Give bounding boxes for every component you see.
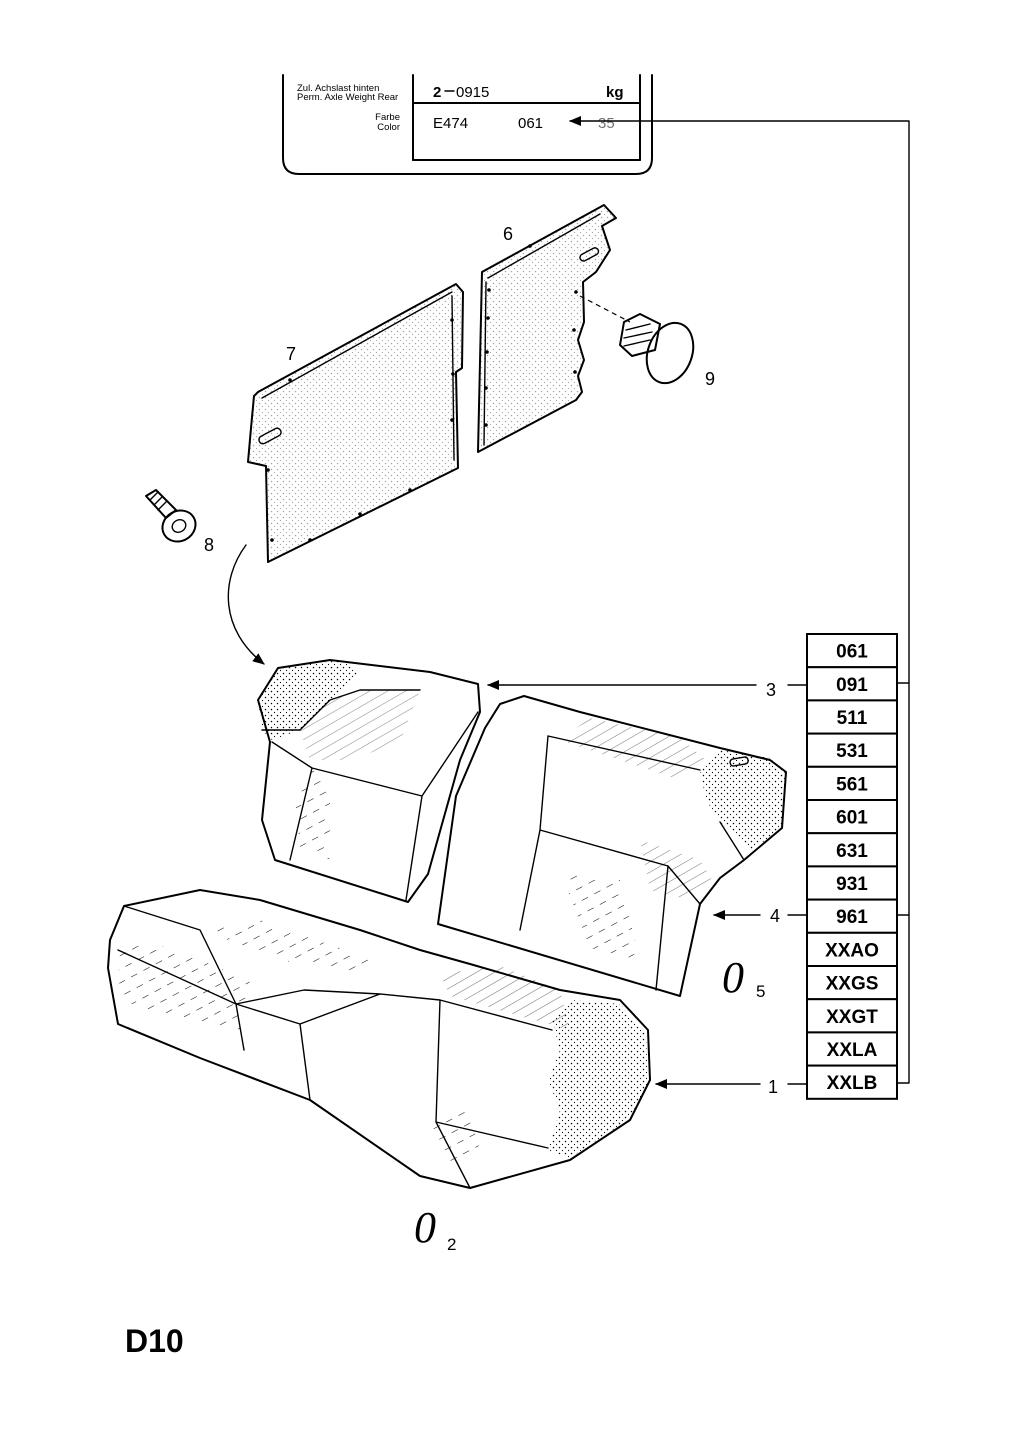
trim-code-cell: 961 xyxy=(806,898,898,934)
trim-code: 601 xyxy=(836,808,868,829)
trim-code-box xyxy=(806,931,898,967)
trim-code-box xyxy=(806,1064,898,1100)
color-label-de: Farbe xyxy=(375,112,400,123)
trim-code-cell: 931 xyxy=(806,865,898,901)
trim-code-cell: XXLB xyxy=(806,1064,898,1100)
trim-code: XXGS xyxy=(826,974,879,995)
panel-6 xyxy=(477,204,631,453)
axle-label-en: Perm. Axle Weight Rear xyxy=(297,92,398,103)
trim-code-cell: 531 xyxy=(806,732,898,768)
trim-code-box xyxy=(806,865,898,901)
axle-prefix: 2 xyxy=(433,84,441,101)
callout-3: 3 xyxy=(766,680,776,700)
trim-code: 631 xyxy=(836,841,868,862)
callout-1: 1 xyxy=(768,1077,778,1097)
backrest-right xyxy=(437,695,787,997)
callout-7: 7 xyxy=(286,344,296,364)
trim-code-box xyxy=(806,799,898,835)
axle-weight: 0915 xyxy=(456,84,489,101)
trim-code-cell: 561 xyxy=(806,765,898,801)
trim-code-cell: 061 xyxy=(806,633,898,669)
trim-code-cell: XXAO xyxy=(806,931,898,967)
mark-seat: 0 2 xyxy=(414,1203,456,1254)
mark-sub: 5 xyxy=(756,982,765,1001)
id-plate: Zul. Achslast hinten Perm. Axle Weight R… xyxy=(282,74,653,175)
mark-symbol: 0 xyxy=(722,953,744,1002)
trim-code: XXAO xyxy=(825,940,879,961)
trim-code: XXLB xyxy=(827,1073,878,1094)
trim-code-cell: 091 xyxy=(806,666,898,702)
trim-code-box xyxy=(806,898,898,934)
trim-code-box xyxy=(806,732,898,768)
trim-code: XXGT xyxy=(826,1007,878,1028)
callout-6: 6 xyxy=(503,224,513,244)
color-code: E474 xyxy=(433,115,468,132)
backrest-left xyxy=(257,659,481,903)
mark-backrest: 0 5 xyxy=(722,953,765,1002)
color-extra: 35 xyxy=(598,115,615,132)
trim-code: 531 xyxy=(836,741,868,762)
clip-9 xyxy=(619,313,695,385)
trim-code-cell: XXGS xyxy=(806,965,898,1001)
trim-code-box xyxy=(806,832,898,868)
trim-code-cell: 631 xyxy=(806,832,898,868)
callout-4: 4 xyxy=(770,906,780,926)
callout-8: 8 xyxy=(204,535,214,555)
panel-7 xyxy=(247,283,464,563)
plate-leader xyxy=(569,116,910,1084)
trim-code: 931 xyxy=(836,874,868,895)
axle-unit: kg xyxy=(606,84,624,101)
screw-8 xyxy=(145,489,197,543)
trim-code-cell: XXLA xyxy=(806,1031,898,1067)
trim-code: 961 xyxy=(836,907,868,928)
screw-leader xyxy=(227,544,265,665)
trim-code-cell: XXGT xyxy=(806,998,898,1034)
trim-code-box xyxy=(806,1031,898,1067)
trim-code: 561 xyxy=(836,774,868,795)
axle-label-de: Zul. Achslast hinten xyxy=(297,83,379,94)
callout-9: 9 xyxy=(705,369,715,389)
trim-code-cell: 601 xyxy=(806,799,898,835)
trim-code: 091 xyxy=(836,675,868,696)
seat-cushion xyxy=(107,889,651,1189)
trim-code: 511 xyxy=(837,708,868,729)
mark-symbol: 0 xyxy=(414,1203,436,1252)
page-code: D10 xyxy=(125,1323,184,1359)
trim-code: XXLA xyxy=(827,1040,878,1061)
color-label-en: Color xyxy=(377,122,400,133)
trim-code-cell: 511 xyxy=(806,699,898,735)
trim-code-box xyxy=(806,666,898,702)
trim-code-box xyxy=(806,765,898,801)
trim-code: 061 xyxy=(836,642,868,663)
trim-code-box xyxy=(806,998,898,1034)
color-value: 061 xyxy=(518,115,543,132)
mark-sub: 2 xyxy=(447,1235,456,1254)
callouts: 6 7 9 8 3 4 1 xyxy=(204,224,808,1097)
